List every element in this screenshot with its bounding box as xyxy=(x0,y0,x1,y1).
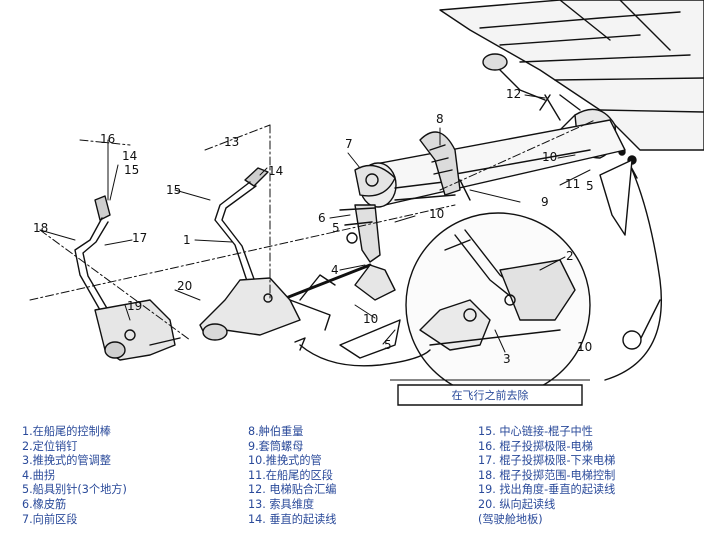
legend-item: 18. 棍子投掷范围-电梯控制 xyxy=(478,468,616,482)
callout-20: 20 xyxy=(177,279,192,293)
callout-4: 4 xyxy=(331,263,339,277)
callout-10b: 10 xyxy=(363,312,378,326)
callout-17: 17 xyxy=(132,231,147,245)
legend-item: 6.橡皮筋 xyxy=(22,497,67,511)
callout-19: 19 xyxy=(127,299,142,313)
callout-2: 2 xyxy=(566,249,574,263)
legend-column-3: 15. 中心链接-棍子中性 16. 棍子投掷极限-电梯 17. 棍子投掷极限-下… xyxy=(478,425,615,527)
callout-6: 6 xyxy=(318,211,326,225)
callout-13: 13 xyxy=(224,135,239,149)
callout-12: 12 xyxy=(506,87,521,101)
callout-16: 16 xyxy=(100,132,115,146)
legend-item: 20. 纵向起读线 xyxy=(478,497,556,511)
legend-item: 4.曲拐 xyxy=(22,468,56,482)
legend-item: 13. 索具维度 xyxy=(248,497,315,511)
callout-5b: 5 xyxy=(332,221,340,235)
callout-15a: 15 xyxy=(166,183,181,197)
callout-15b: 15 xyxy=(124,163,139,177)
legend-item: 16. 棍子投掷极限-电梯 xyxy=(478,439,593,453)
callout-7: 7 xyxy=(345,137,353,151)
callout-5c: 5 xyxy=(586,179,594,193)
legend-item: 7.向前区段 xyxy=(22,512,78,526)
legend-item: 2.定位销钉 xyxy=(22,439,78,453)
legend-item: 11.在船尾的区段 xyxy=(248,468,333,482)
tail-surface xyxy=(439,0,704,151)
callout-10d: 10 xyxy=(542,150,557,164)
legend-item: 1.在船尾的控制棒 xyxy=(22,425,111,438)
detail-inset xyxy=(405,212,591,398)
callout-10c: 10 xyxy=(577,340,592,354)
callout-10a: 10 xyxy=(429,207,444,221)
legend-item: 3.推挽式的管调整 xyxy=(22,454,111,468)
leader-lines xyxy=(39,94,591,353)
remove-before-flight-banner: 在飞行之前去除 xyxy=(390,379,590,406)
legend-item: 19. 找出角度-垂直的起读线 xyxy=(478,483,616,497)
callout-11: 11 xyxy=(565,177,580,191)
callout-14b: 14 xyxy=(122,149,137,163)
elevator-control-diagram: 1 2 3 4 5 5 5 6 7 8 9 10 10 10 10 11 12 … xyxy=(29,0,704,406)
legend-item: 10.推挽式的管 xyxy=(248,454,322,468)
callout-3: 3 xyxy=(503,352,511,366)
loop-arrow xyxy=(294,164,662,381)
forward-bellcrank xyxy=(339,131,471,263)
callout-18: 18 xyxy=(33,221,48,235)
callout-5a: 5 xyxy=(384,338,392,352)
legend-item: 17. 棍子投掷极限-下来电梯 xyxy=(478,454,616,468)
callout-9: 9 xyxy=(541,195,549,209)
legend-item: 8.舯伯重量 xyxy=(248,425,304,438)
legend-item: 14. 垂直的起读线 xyxy=(248,512,337,526)
center-control-stick xyxy=(199,167,331,341)
legend-item: 9.套筒螺母 xyxy=(248,439,304,453)
legend-item: 15. 中心链接-棍子中性 xyxy=(478,425,593,438)
banner-text: 在飞行之前去除 xyxy=(452,388,529,402)
legend-column-2: 8.舯伯重量 9.套筒螺母 10.推挽式的管 11.在船尾的区段 12. 电梯贴… xyxy=(248,425,336,527)
aft-control-stick xyxy=(74,195,181,361)
fuselage-tube xyxy=(359,119,626,208)
callout-8: 8 xyxy=(436,112,444,126)
pin-tags xyxy=(339,159,661,359)
reference-lines xyxy=(29,119,596,341)
legend-column-1: 1.在船尾的控制棒 2.定位销钉 3.推挽式的管调整 4.曲拐 5.船具别针(3… xyxy=(22,425,127,527)
callout-14a: 14 xyxy=(268,164,283,178)
legend-item: 12. 电梯贴合汇编 xyxy=(248,483,337,497)
callout-1: 1 xyxy=(183,233,191,247)
legend-item: (驾驶舱地板) xyxy=(478,512,543,526)
legend-item: 5.船具别针(3个地方) xyxy=(22,483,127,497)
